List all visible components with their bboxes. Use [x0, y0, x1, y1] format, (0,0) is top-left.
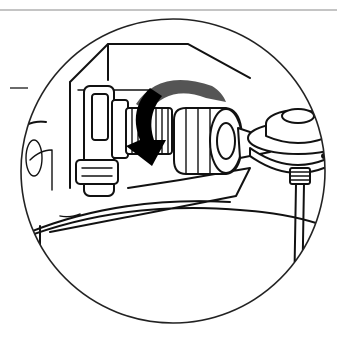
gas-regulator: [238, 109, 337, 184]
gas-cylinder: [18, 201, 337, 330]
gas-hose: [294, 184, 304, 300]
cylinder-valve: [76, 86, 128, 196]
coupling-nut: [174, 108, 242, 174]
